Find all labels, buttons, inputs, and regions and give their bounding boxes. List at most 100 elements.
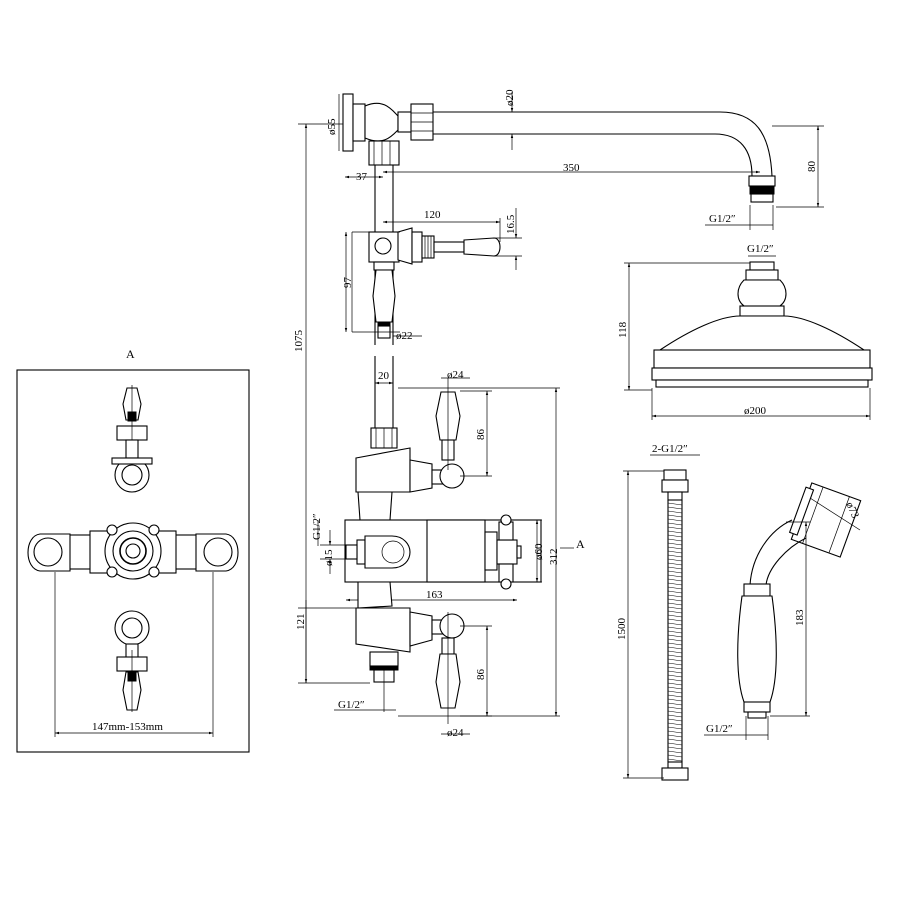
hose-rib <box>667 526 683 530</box>
hose-rib <box>667 714 683 718</box>
upper-valve <box>355 378 465 521</box>
hose-rib <box>667 630 683 634</box>
arm-thread-label: G1/2″ <box>709 213 736 225</box>
dim-d22: ø22 <box>396 330 413 342</box>
hose-rib <box>667 506 683 510</box>
hose-rib <box>667 554 683 558</box>
hose-rib <box>667 742 683 746</box>
dim-118: 118 <box>617 321 629 338</box>
hose-rib <box>667 706 683 710</box>
front-top-handle <box>111 385 153 493</box>
dim-d24-bot: ø24 <box>447 727 464 739</box>
hose-rib <box>667 738 683 742</box>
hose-rib <box>667 686 683 690</box>
hose-rib <box>667 674 683 678</box>
dim-183: 183 <box>794 609 806 626</box>
dim-d55: ø55 <box>326 118 338 135</box>
hand-shower <box>737 482 862 719</box>
hose-rib <box>667 502 683 506</box>
span-label: 147mm-153mm <box>92 721 163 733</box>
dim-163: 163 <box>426 589 443 601</box>
dim-d60: ø60 <box>533 543 545 560</box>
dim-g12-left: G1/2″ <box>311 513 323 540</box>
dim-20: 20 <box>378 370 390 382</box>
hose-rib <box>667 754 683 758</box>
hose-rib <box>667 722 683 726</box>
dim-312: 312 <box>548 549 560 566</box>
front-cross-handle <box>104 522 162 580</box>
hose-rib <box>667 570 683 574</box>
hose-rib <box>667 746 683 750</box>
hose-rib <box>667 510 683 514</box>
diverter-holder <box>368 227 501 339</box>
dim-d24-top: ø24 <box>447 369 464 381</box>
hose-rib <box>667 558 683 562</box>
hose-rib <box>667 614 683 618</box>
bottom-thread-label: G1/2″ <box>338 699 365 711</box>
hose-rib <box>667 610 683 614</box>
hose-rib <box>667 578 683 582</box>
dim-d200: ø200 <box>744 405 767 417</box>
hose-rib <box>667 590 683 594</box>
dim-121: 121 <box>295 614 307 631</box>
front-bottom-handle <box>114 610 150 712</box>
hose-rib <box>667 730 683 734</box>
dim-80: 80 <box>806 161 818 173</box>
hose-rib <box>667 522 683 526</box>
hose-rib <box>667 546 683 550</box>
hose-rib <box>667 646 683 650</box>
front-view-marker: A <box>126 347 135 361</box>
dim-d20: ø20 <box>504 89 516 106</box>
hose-rib <box>667 694 683 698</box>
hose-rib <box>667 582 683 586</box>
hose-ribs <box>667 502 683 762</box>
front-view-panel: A <box>16 347 250 753</box>
lower-valve <box>355 581 465 724</box>
hose-rib <box>667 574 683 578</box>
head-thread-label: G1/2″ <box>747 243 774 255</box>
hose-rib <box>667 550 683 554</box>
hose-rib <box>667 642 683 646</box>
hose-rib <box>667 638 683 642</box>
hose-rib <box>667 514 683 518</box>
hose-rib <box>667 598 683 602</box>
hose-rib <box>667 718 683 722</box>
hose-rib <box>667 654 683 658</box>
dim-350: 350 <box>563 162 580 174</box>
hose-rib <box>667 750 683 754</box>
hose-rib <box>667 594 683 598</box>
hose-rib <box>667 634 683 638</box>
hose-rib <box>667 530 683 534</box>
hose-rib <box>667 658 683 662</box>
hose-rib <box>667 698 683 702</box>
hose-rib <box>667 662 683 666</box>
hose-thread-label: 2-G1/2″ <box>652 443 688 455</box>
front-view-frame <box>16 369 250 753</box>
dim-97: 97 <box>342 277 354 289</box>
dim-1500: 1500 <box>616 618 628 641</box>
hose-rib <box>667 734 683 738</box>
hose-rib <box>667 606 683 610</box>
hose-rib <box>667 650 683 654</box>
section-marker-side: A <box>576 537 585 551</box>
dim-d15: ø15 <box>323 549 335 566</box>
dim-37: 37 <box>356 171 368 183</box>
side-view-assembly: 1075 ø55 ø20 <box>293 89 824 739</box>
thermostatic-body <box>344 514 542 590</box>
hose-rib <box>667 562 683 566</box>
hose-rib <box>667 702 683 706</box>
hose-rib <box>667 710 683 714</box>
hose-rib <box>667 626 683 630</box>
hose-rib <box>667 518 683 522</box>
hose-rib <box>667 586 683 590</box>
dim-86-top: 86 <box>475 429 487 441</box>
hose-rib <box>667 602 683 606</box>
hose-rib <box>667 670 683 674</box>
hose-rib <box>667 758 683 762</box>
dim-86-bot: 86 <box>475 669 487 681</box>
hose-rib <box>667 538 683 542</box>
shower-hose: 2-G1/2″ <box>650 443 700 781</box>
handset-thread-label: G1/2″ <box>706 723 733 735</box>
